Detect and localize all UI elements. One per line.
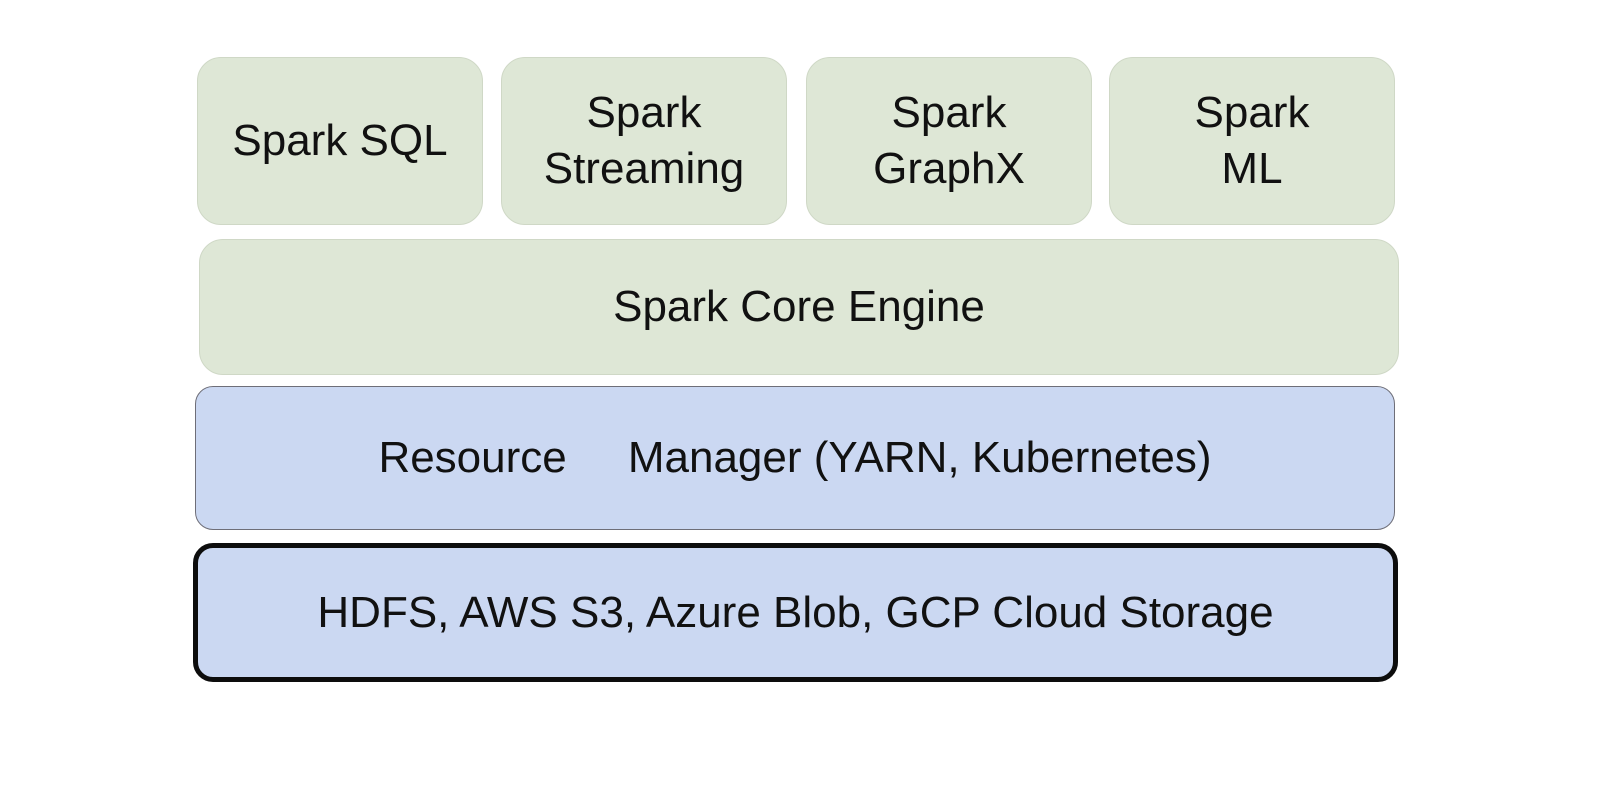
storage-layer-box: HDFS, AWS S3, Azure Blob, GCP Cloud Stor… (193, 543, 1398, 682)
spark-graphx-label: Spark GraphX (873, 88, 1025, 193)
spark-core-engine-label: Spark Core Engine (613, 282, 985, 331)
resource-manager-label: Resource Manager (YARN, Kubernetes) (378, 433, 1212, 482)
spark-streaming-label: Spark Streaming (543, 88, 745, 193)
spark-ml-box: Spark ML (1109, 57, 1395, 225)
spark-core-engine-box: Spark Core Engine (199, 239, 1399, 375)
spark-graphx-box: Spark GraphX (806, 57, 1092, 225)
resource-manager-box: Resource Manager (YARN, Kubernetes) (195, 386, 1395, 530)
storage-layer-label: HDFS, AWS S3, Azure Blob, GCP Cloud Stor… (317, 587, 1274, 637)
spark-sql-label: Spark SQL (232, 116, 448, 165)
spark-sql-box: Spark SQL (197, 57, 483, 225)
spark-ml-label: Spark ML (1194, 88, 1310, 193)
spark-streaming-box: Spark Streaming (501, 57, 787, 225)
